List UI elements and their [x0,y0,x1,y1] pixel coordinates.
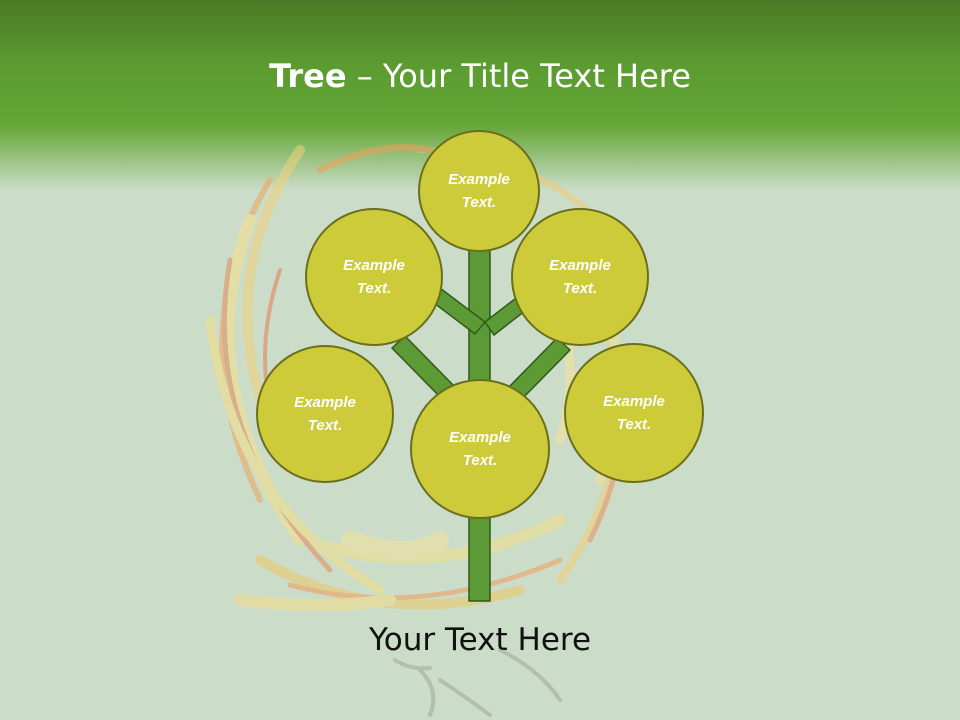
title-bold: Tree [269,57,347,95]
node-label: Example Text. [280,391,370,437]
slide-caption: Your Text Here [368,622,592,658]
node-label-line1: Example [294,394,356,411]
tree-node-upper-left: Example Text. [305,208,443,346]
node-label: Example Text. [434,168,524,214]
tree-node-top: Example Text. [418,130,540,252]
tree-node-upper-right: Example Text. [511,208,649,346]
node-label-line2: Text. [356,280,392,297]
slide-title: Tree – Your Title Text Here [0,54,960,98]
tree-node-middle-right: Example Text. [564,343,704,483]
node-label-line2: Text. [462,452,498,469]
node-label: Example Text. [329,254,419,300]
node-label: Example Text. [589,390,679,436]
node-label: Example Text. [435,426,525,472]
node-label-line2: Text. [307,417,343,434]
node-label-line2: Text. [616,416,652,433]
node-label-line1: Example [549,257,611,274]
tree-node-middle-left: Example Text. [256,345,394,483]
node-label-line2: Text. [461,194,497,211]
node-label-line1: Example [343,257,405,274]
tree-node-center: Example Text. [410,379,550,519]
node-label: Example Text. [535,254,625,300]
node-label-line2: Text. [562,280,598,297]
node-label-line1: Example [603,393,665,410]
title-rest: Your Title Text Here [382,57,691,95]
node-label-line1: Example [449,429,511,446]
title-separator: – [346,57,383,95]
node-label-line1: Example [448,171,510,188]
